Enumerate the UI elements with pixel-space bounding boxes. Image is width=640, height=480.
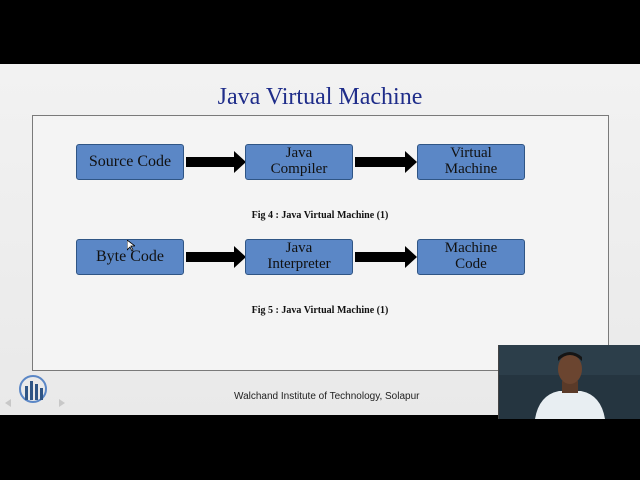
box-java-compiler: Java Compiler [245, 144, 353, 180]
presenter-webcam [498, 345, 640, 419]
arrow-interpreter-to-machine-code [355, 246, 417, 268]
box-label: Java [285, 240, 313, 257]
box-label: Machine [444, 240, 498, 257]
presenter-video-icon [499, 345, 640, 419]
arrow-compiler-to-vm [355, 151, 417, 173]
institute-logo-icon [19, 375, 47, 403]
slide-title: Java Virtual Machine [217, 84, 423, 110]
box-label: Compiler [270, 161, 328, 177]
letterbox-top [0, 0, 640, 64]
letterbox-bottom [0, 415, 640, 480]
arrow-bytecode-to-interpreter [186, 246, 246, 268]
box-java-interpreter: Java Interpreter [245, 239, 353, 275]
arrow-source-to-compiler [186, 151, 246, 173]
box-label: Virtual [450, 145, 492, 162]
box-label: Code [455, 256, 487, 272]
box-label: Byte Code [96, 247, 164, 265]
box-label: Java [285, 145, 313, 162]
box-label: Source Code [88, 152, 172, 170]
figure-4-caption: Fig 4 : Java Virtual Machine (1) [251, 210, 389, 221]
box-source-code: Source Code [76, 144, 184, 180]
presentation-slide: Java Virtual Machine Source Code Java Co… [0, 64, 640, 415]
slide-nav-arrows-icon[interactable] [5, 399, 65, 407]
figure-5-caption: Fig 5 : Java Virtual Machine (1) [251, 305, 389, 316]
footer-institution: Walchand Institute of Technology, Solapu… [234, 391, 420, 402]
box-machine-code: Machine Code [417, 239, 525, 275]
box-label: Machine [444, 161, 498, 177]
box-virtual-machine: Virtual Machine [417, 144, 525, 180]
box-label: Interpreter [267, 256, 331, 272]
mouse-pointer-icon [127, 240, 135, 252]
